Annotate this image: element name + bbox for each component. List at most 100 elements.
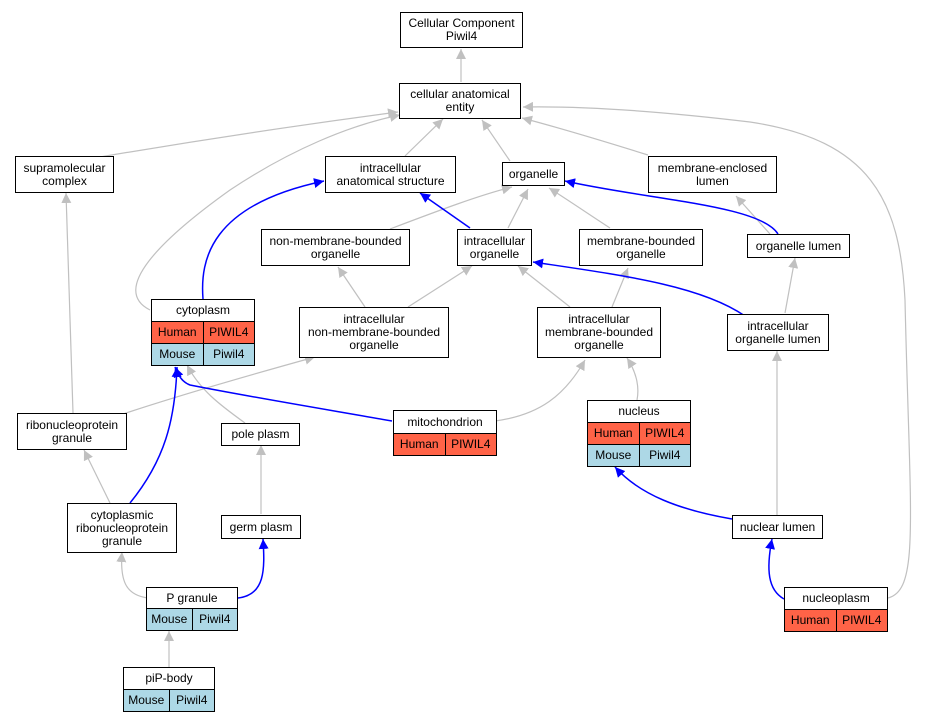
edge-nucleop-cae — [522, 101, 912, 599]
node-nuclear-lumen[interactable]: nuclear lumen — [732, 515, 823, 539]
edge-inmbo-io — [407, 265, 473, 308]
mouse-gene-row: Mouse Piwil4 — [147, 608, 237, 630]
node-label: germ plasm — [229, 519, 293, 534]
node-intracellular-organelle[interactable]: intracellular organelle — [457, 229, 532, 266]
gene-cell[interactable]: Piwil4 — [168, 690, 215, 711]
node-label: cytoplasmic ribonucleoprotein granule — [75, 507, 169, 548]
edge-blue-crnp-cyto — [129, 366, 182, 504]
species-cell: Human — [790, 613, 830, 627]
edge-supra-cae — [99, 108, 399, 158]
node-nucleus[interactable]: nucleus Human PIWIL4 Mouse Piwil4 — [587, 400, 691, 467]
gene-cell[interactable]: Piwil4 — [638, 445, 691, 466]
node-non-membrane-bounded-organelle[interactable]: non-membrane-bounded organelle — [261, 229, 410, 266]
node-label: supramolecular complex — [23, 160, 106, 188]
edge-blue-mito-cyto — [173, 366, 393, 422]
mouse-gene-row: Mouse Piwil4 — [152, 343, 254, 365]
species-cell: Mouse — [159, 347, 196, 361]
human-gene-row: Human PIWIL4 — [394, 433, 496, 455]
node-membrane-bounded-organelle[interactable]: membrane-bounded organelle — [579, 229, 703, 266]
species-cell: Mouse — [128, 693, 165, 707]
node-pole-plasm[interactable]: pole plasm — [221, 423, 300, 446]
edge-nmbo-organelle — [389, 184, 513, 230]
node-label: intracellular anatomical structure — [336, 160, 445, 188]
node-label: organelle — [508, 166, 559, 181]
species-cell: Mouse — [595, 448, 632, 462]
edge-ol-mel — [735, 195, 771, 235]
node-mitochondrion[interactable]: mitochondrion Human PIWIL4 — [393, 410, 497, 456]
edge-mito-imbo — [494, 359, 586, 422]
node-organelle[interactable]: organelle — [502, 162, 565, 186]
node-label: piP-body — [145, 671, 193, 685]
human-gene-row: Human PIWIL4 — [785, 609, 887, 631]
node-label: Cellular Component Piwil4 — [408, 16, 515, 43]
edge-rnp-inmbo — [119, 354, 316, 416]
node-label: P granule — [166, 590, 218, 605]
node-label: membrane-enclosed lumen — [657, 160, 768, 188]
node-label: nuclear lumen — [739, 519, 816, 534]
edge-cyto-cae — [135, 112, 401, 311]
human-gene-row: Human PIWIL4 — [588, 422, 690, 444]
node-membrane-enclosed-lumen[interactable]: membrane-enclosed lumen — [648, 156, 777, 193]
node-label: intracellular membrane-bounded organelle — [544, 312, 654, 352]
edge-blue-ol-organelle — [564, 178, 779, 235]
node-label: non-membrane-bounded organelle — [269, 233, 402, 261]
edge-crnp-rnp — [83, 449, 111, 504]
edge-iol-ol — [784, 257, 799, 314]
edge-ias-cae — [404, 118, 444, 157]
node-intracellular-membrane-bounded-organelle[interactable]: intracellular membrane-bounded organelle — [537, 307, 661, 358]
gene-cell[interactable]: PIWIL4 — [835, 610, 888, 631]
edge-blue-cyto-ias — [201, 178, 325, 300]
gene-cell[interactable]: Piwil4 — [191, 609, 238, 630]
node-label: nucleoplasm — [802, 591, 870, 605]
node-supramolecular-complex[interactable]: supramolecular complex — [15, 156, 114, 193]
edge-blue-pgran-germ — [237, 538, 269, 599]
edge-mel-cae — [521, 115, 649, 156]
species-cell: Mouse — [151, 612, 188, 626]
node-pip-body[interactable]: piP-body Mouse Piwil4 — [123, 667, 215, 712]
node-label: organelle lumen — [755, 238, 842, 253]
node-label: intracellular organelle lumen — [735, 318, 821, 346]
node-intracellular-non-membrane-bounded-organelle[interactable]: intracellular non-membrane-bounded organ… — [299, 307, 449, 358]
edge-imbo-io — [517, 265, 571, 308]
node-label: cytoplasm — [175, 303, 231, 317]
edge-pgran-crnp — [116, 551, 149, 599]
human-gene-row: Human PIWIL4 — [152, 321, 254, 343]
mouse-gene-row: Mouse Piwil4 — [588, 444, 690, 466]
gene-cell[interactable]: Piwil4 — [202, 344, 255, 365]
node-germ-plasm[interactable]: germ plasm — [221, 515, 301, 539]
edge-nucleus-imbo — [626, 357, 639, 401]
node-cellular-component-root[interactable]: Cellular Component Piwil4 — [400, 12, 523, 48]
edge-blue-io-ias — [419, 192, 471, 229]
node-p-granule[interactable]: P granule Mouse Piwil4 — [146, 587, 238, 631]
node-organelle-lumen[interactable]: organelle lumen — [747, 234, 850, 258]
species-cell: Human — [593, 426, 633, 440]
gene-cell[interactable]: PIWIL4 — [444, 434, 497, 455]
node-cytoplasm[interactable]: cytoplasm Human PIWIL4 Mouse Piwil4 — [151, 299, 255, 366]
node-ribonucleoprotein-granule[interactable]: ribonucleoprotein granule — [17, 413, 127, 450]
gene-cell[interactable]: PIWIL4 — [202, 322, 255, 343]
node-cellular-anatomical-entity[interactable]: cellular anatomical entity — [399, 83, 521, 119]
node-label: mitochondrion — [407, 414, 483, 429]
node-intracellular-organelle-lumen[interactable]: intracellular organelle lumen — [727, 314, 829, 351]
edge-organelle-cae — [481, 119, 511, 162]
node-label: intracellular non-membrane-bounded organ… — [307, 312, 441, 352]
gene-cell[interactable]: PIWIL4 — [638, 423, 691, 444]
edge-pole-cyto — [186, 364, 246, 424]
node-cytoplasmic-ribonucleoprotein-granule[interactable]: cytoplasmic ribonucleoprotein granule — [67, 503, 177, 553]
node-nucleoplasm[interactable]: nucleoplasm Human PIWIL4 — [784, 587, 888, 632]
node-intracellular-anatomical-structure[interactable]: intracellular anatomical structure — [325, 156, 456, 193]
node-label: intracellular organelle — [463, 233, 526, 261]
edge-imbo-mbo — [611, 267, 629, 308]
edge-rnp-supra — [61, 192, 74, 414]
edge-io-organelle — [507, 188, 529, 229]
edge-blue-nlumen-nucleus — [614, 466, 733, 520]
edge-inmbo-nmbo — [337, 266, 366, 308]
edge-blue-nucleop-nlumen — [765, 538, 785, 600]
mouse-gene-row: Mouse Piwil4 — [124, 689, 214, 711]
species-cell: Human — [399, 437, 439, 451]
node-label: pole plasm — [231, 427, 290, 441]
node-label: cellular anatomical entity — [410, 87, 510, 114]
species-cell: Human — [157, 325, 197, 339]
node-label: nucleus — [618, 404, 660, 418]
